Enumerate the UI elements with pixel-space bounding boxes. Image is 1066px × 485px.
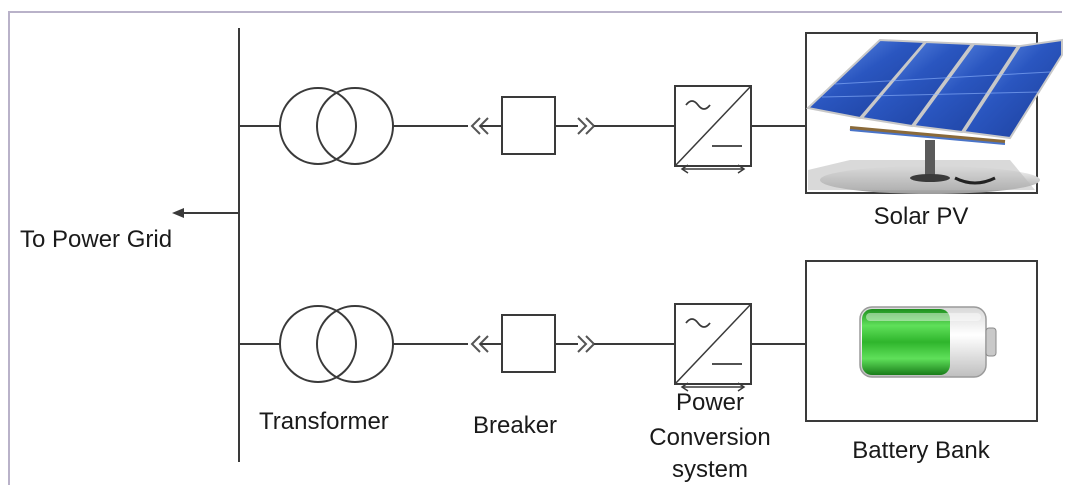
inverter-symbol-icon	[674, 85, 752, 174]
transformer-symbol-icon	[279, 305, 394, 383]
to-power-grid-label: To Power Grid	[20, 226, 173, 253]
battery-bank-label: Battery Bank	[852, 437, 990, 464]
outer-frame	[8, 11, 1062, 485]
solar-panel-icon	[805, 38, 1063, 140]
breaker-symbol-icon	[470, 96, 596, 155]
transformer-symbol-icon	[279, 87, 394, 165]
transformer-label: Transformer	[259, 408, 389, 435]
solar-pv-box	[805, 32, 1063, 194]
pcs-label-line1: Power	[675, 389, 745, 416]
breaker-label: Breaker	[473, 412, 558, 439]
solar-feeder-row	[239, 85, 806, 174]
solar-pv-label: Solar PV	[873, 203, 969, 230]
grid-arrow	[172, 208, 239, 218]
breaker-symbol-icon	[470, 314, 596, 373]
battery-bank-box	[805, 260, 1038, 422]
battery-feeder-row	[239, 303, 806, 392]
pcs-label-line2: Conversion	[649, 424, 771, 451]
inverter-symbol-icon	[674, 303, 752, 392]
pcs-label-line3: system	[671, 456, 748, 483]
battery-icon	[859, 306, 997, 378]
